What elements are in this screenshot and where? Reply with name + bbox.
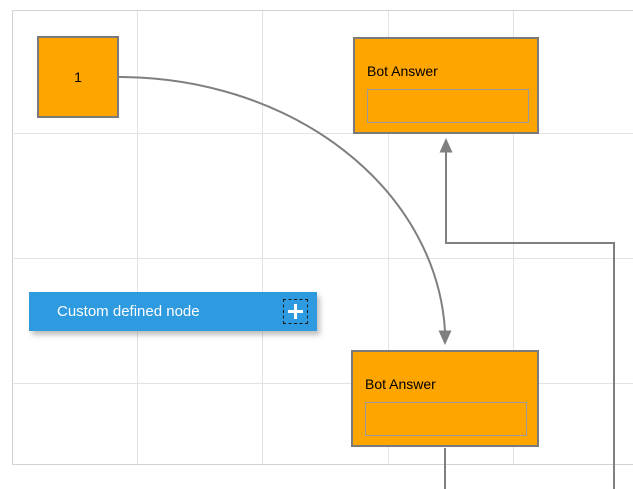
node-title: Bot Answer — [365, 376, 436, 392]
node-bot-answer-top[interactable]: Bot Answer — [353, 37, 539, 134]
node-custom-defined[interactable]: Custom defined node — [29, 292, 317, 331]
plus-icon-bar-vertical — [294, 304, 297, 319]
node-bot-answer-bottom[interactable]: Bot Answer — [351, 350, 539, 447]
connector-orthogonal-arrowhead — [439, 138, 453, 153]
bot-answer-field[interactable] — [365, 402, 527, 436]
plus-icon[interactable] — [283, 299, 308, 324]
node-numbered-label: 1 — [74, 69, 82, 85]
connector-group — [118, 75, 615, 489]
bot-answer-field[interactable] — [367, 89, 529, 123]
connector-curve[interactable] — [118, 75, 446, 332]
node-numbered[interactable]: 1 — [37, 36, 119, 118]
connector-curve-arrowhead — [438, 330, 452, 345]
connector-orthogonal[interactable] — [445, 152, 615, 489]
node-title: Bot Answer — [367, 63, 438, 79]
node-custom-label: Custom defined node — [57, 303, 200, 320]
